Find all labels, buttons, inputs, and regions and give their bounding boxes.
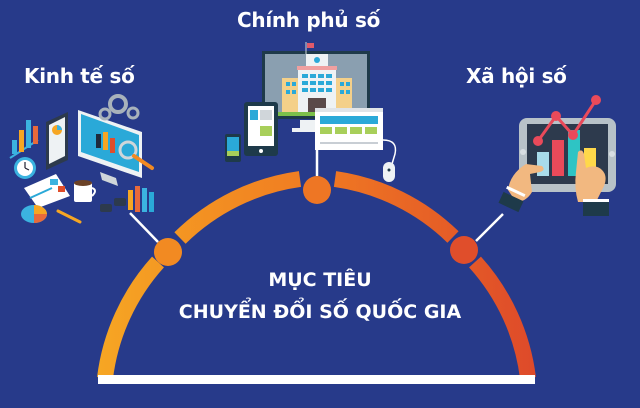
connector-left xyxy=(129,212,159,243)
node-chinh-phu-so xyxy=(303,176,331,204)
base-bar xyxy=(98,375,535,384)
business-analytics-illustration xyxy=(9,94,154,224)
node-xa-hoi-so xyxy=(450,236,478,264)
pillar-label-chinh-phu-so: Chính phủ số xyxy=(237,8,381,32)
diagram-title-line2: CHUYỂN ĐỔI SỐ QUỐC GIA xyxy=(178,301,462,323)
diagram-title-line1: MỤC TIÊU xyxy=(268,269,372,291)
tablet-chart-hands-illustration xyxy=(498,95,616,216)
goal-arc xyxy=(97,171,536,380)
connector-right xyxy=(475,213,504,242)
node-kinh-te-so xyxy=(154,238,182,266)
government-building-devices-illustration xyxy=(225,42,397,182)
pillar-label-kinh-te-so: Kinh tế số xyxy=(24,64,135,88)
pillar-label-xa-hoi-so: Xã hội số xyxy=(466,64,567,88)
